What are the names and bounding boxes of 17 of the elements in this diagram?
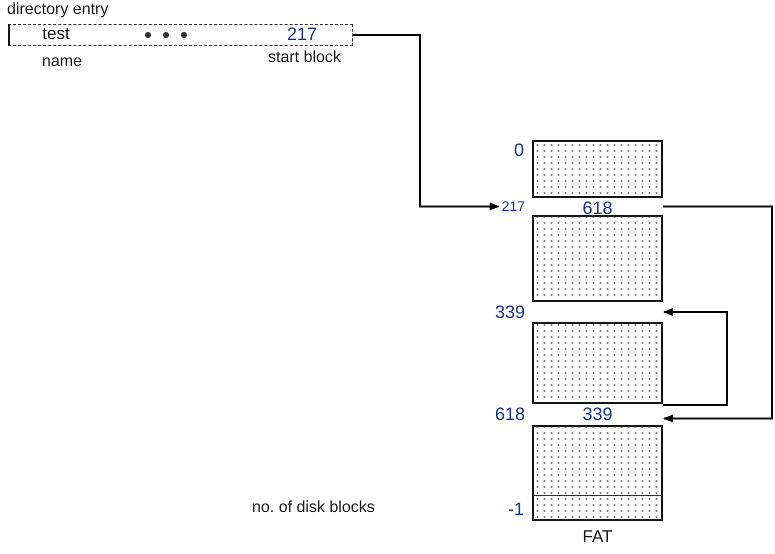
directory-entry-heading: directory entry [7, 1, 108, 19]
table-caption: FAT [582, 527, 614, 547]
block-number: 0 [514, 140, 524, 161]
arrow [663, 206, 773, 422]
block-number: 339 [494, 302, 525, 323]
field-caption: name [42, 53, 82, 71]
field-caption: start block [268, 49, 341, 67]
block-number: -1 [508, 499, 524, 520]
entry-value: 339 [581, 404, 614, 425]
entry-value: 618 [581, 198, 614, 219]
block-number: 618 [494, 404, 525, 425]
arrow [352, 34, 500, 210]
arrow [663, 308, 728, 406]
block-number: 217 [502, 198, 525, 214]
row-caption: no. of disk blocks [252, 499, 375, 517]
field-value: test [41, 24, 71, 44]
field-value: 217 [286, 24, 318, 45]
